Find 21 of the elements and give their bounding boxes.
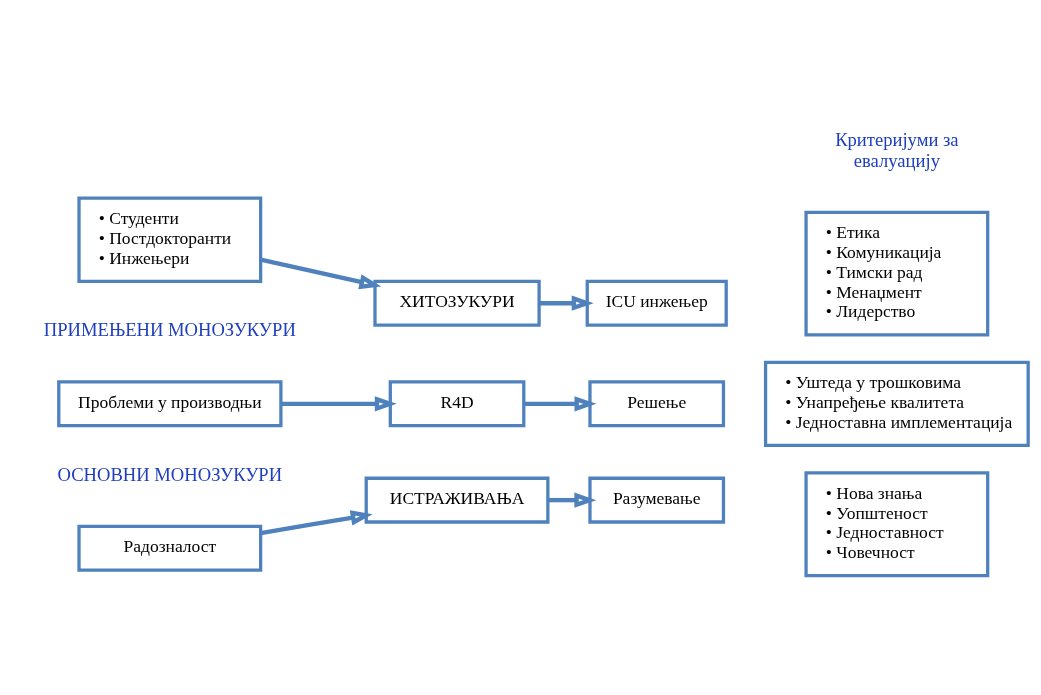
label: ПРИМЕЊЕНИ МОНОЗУКУРИ — [43, 319, 296, 341]
node-box: • Нова знања • Уопштеност • Једноставност • Човечност — [804, 471, 990, 578]
arrow — [260, 257, 382, 290]
arrow — [547, 492, 597, 508]
arrow — [539, 295, 594, 311]
node-box: Радозналост — [77, 524, 263, 572]
arrow — [281, 396, 397, 412]
node-box: • Студенти • Постдокторанти • Инжењери — [77, 196, 263, 283]
node-box: ИСТРАЖИВАЊА — [364, 476, 550, 524]
label: ОСНОВНИ МОНОЗУКУРИ — [57, 463, 283, 485]
node-box: Решење — [588, 380, 726, 428]
label: Критеријуми за евалуацију — [835, 129, 959, 172]
node-box: ХИТОЗУКУРИ — [373, 279, 541, 327]
arrow — [260, 510, 373, 536]
node-box: Разумевање — [588, 476, 726, 524]
arrow — [523, 396, 597, 412]
node-box: • Етика • Комуникација • Тимски рад • Менаџмент • Лидерство — [804, 210, 990, 337]
node-box: • Уштеда у трошковима • Унапређење квалитета • Једноставна имплементација — [763, 360, 1030, 448]
node-box: R4D — [388, 380, 526, 428]
node-box: Проблеми у производњи — [57, 380, 283, 428]
node-box: ICU инжењер — [585, 279, 728, 327]
